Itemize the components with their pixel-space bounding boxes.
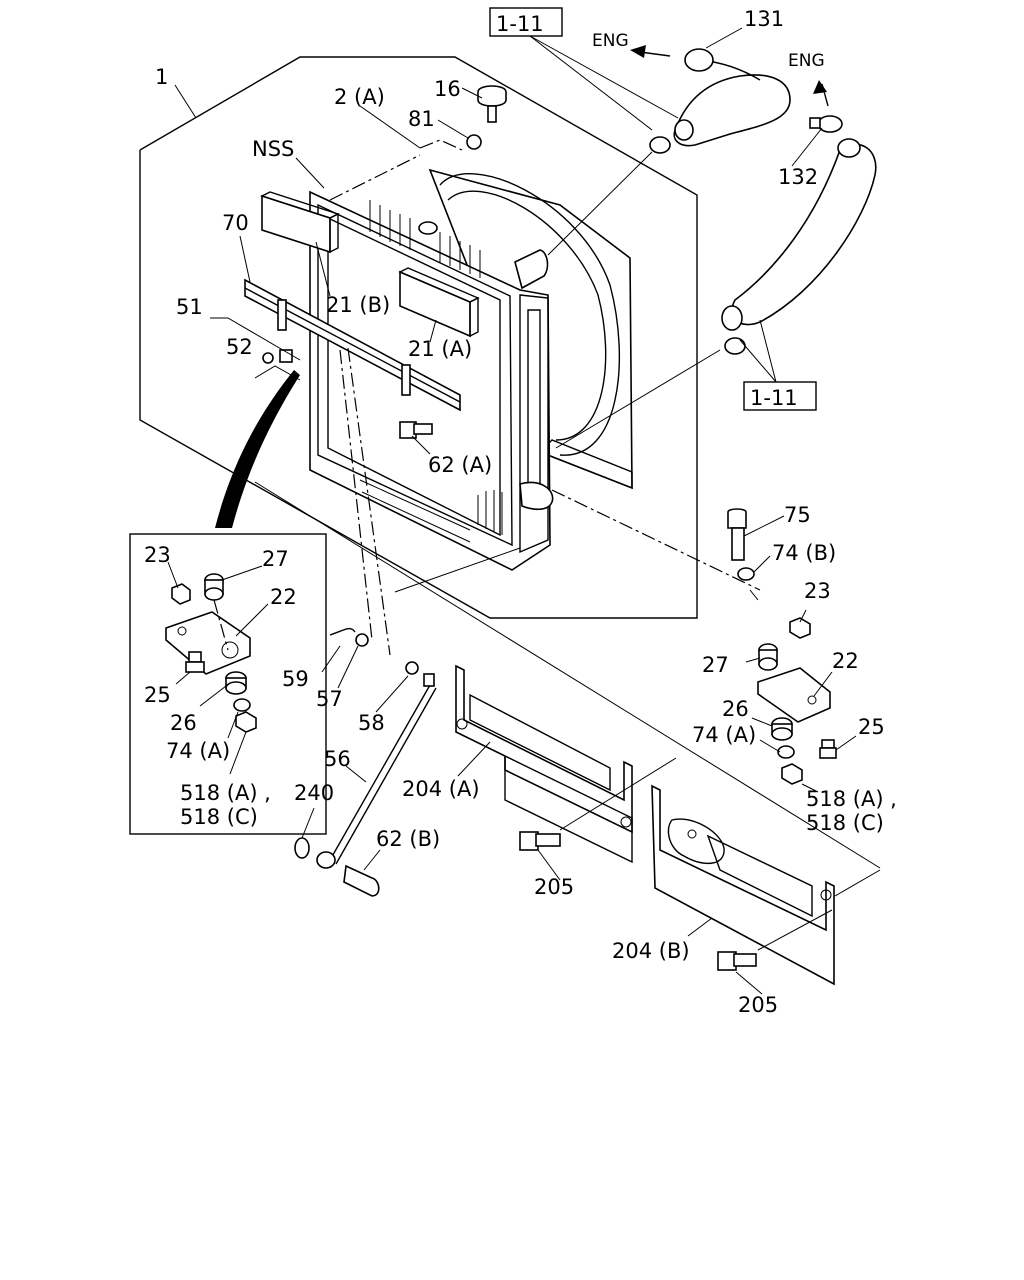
label-51: 51 — [176, 295, 203, 319]
seal-strips — [260, 191, 480, 338]
label-56: 56 — [324, 747, 351, 771]
panel-204a — [455, 664, 633, 864]
label-518-inset-2: 518 (C) — [180, 805, 258, 829]
leader-lines — [167, 27, 857, 995]
label-21b: 21 (B) — [326, 293, 390, 317]
label-1: 1 — [155, 65, 168, 89]
inset-leader — [215, 370, 300, 528]
label-22-inset: 22 — [270, 585, 297, 609]
label-74b: 74 (B) — [772, 541, 836, 565]
assembly-lines — [254, 481, 881, 897]
stay-hardware — [294, 633, 435, 897]
label-eng-2: ENG — [788, 51, 825, 71]
hoses — [547, 48, 877, 449]
bolts-205 — [519, 757, 833, 971]
label-22-right: 22 — [832, 649, 859, 673]
main-hardware — [210, 85, 507, 439]
callout-labels: 1 2 (A) 16 81 NSS 70 21 (B) 51 21 (A) 52… — [144, 7, 897, 1017]
label-23-inset: 23 — [144, 543, 171, 567]
label-131: 131 — [744, 7, 784, 31]
label-518-right-2: 518 (C) — [806, 811, 884, 835]
panel-204b — [651, 784, 835, 986]
label-240: 240 — [294, 781, 334, 805]
label-75: 75 — [784, 503, 811, 527]
label-25-right: 25 — [858, 715, 885, 739]
label-27-inset: 27 — [262, 547, 289, 571]
engine-arrows — [630, 45, 829, 107]
label-518-inset-1: 518 (A) , — [180, 781, 271, 805]
label-74a-inset: 74 (A) — [166, 739, 230, 763]
label-62a: 62 (A) — [428, 453, 492, 477]
label-25-inset: 25 — [144, 683, 171, 707]
label-204a: 204 (A) — [402, 777, 480, 801]
bracket-70 — [244, 278, 461, 412]
label-74a-right: 74 (A) — [692, 723, 756, 747]
label-57: 57 — [316, 687, 343, 711]
label-81: 81 — [408, 107, 435, 131]
ref-box-1-11-top — [489, 7, 679, 131]
ref-box-1-11-right — [739, 319, 817, 411]
label-518-right-1: 518 (A) , — [806, 787, 897, 811]
label-26-inset: 26 — [170, 711, 197, 735]
label-205-a: 205 — [534, 875, 574, 899]
label-59: 59 — [282, 667, 309, 691]
label-58: 58 — [358, 711, 385, 735]
label-27-right: 27 — [702, 653, 729, 677]
top-tank-fins — [369, 200, 481, 278]
label-204b: 204 (B) — [612, 939, 690, 963]
label-ref-1-11-top: 1-11 — [496, 12, 544, 36]
right-mount — [551, 489, 837, 785]
assembly-boundary — [139, 56, 698, 619]
label-ref-1-11-right: 1-11 — [750, 386, 798, 410]
label-205-b: 205 — [738, 993, 778, 1017]
label-eng-1: ENG — [592, 31, 629, 51]
label-2a: 2 (A) — [334, 85, 385, 109]
label-62b: 62 (B) — [376, 827, 440, 851]
inset-box — [129, 533, 327, 835]
label-52: 52 — [226, 335, 253, 359]
label-26-right: 26 — [722, 697, 749, 721]
label-21a: 21 (A) — [408, 337, 472, 361]
label-70: 70 — [222, 211, 249, 235]
bottom-tank-fins — [359, 479, 503, 543]
label-23-right: 23 — [804, 579, 831, 603]
label-nss: NSS — [252, 137, 294, 161]
stay-rods — [329, 347, 437, 865]
label-16: 16 — [434, 77, 461, 101]
label-132: 132 — [778, 165, 818, 189]
